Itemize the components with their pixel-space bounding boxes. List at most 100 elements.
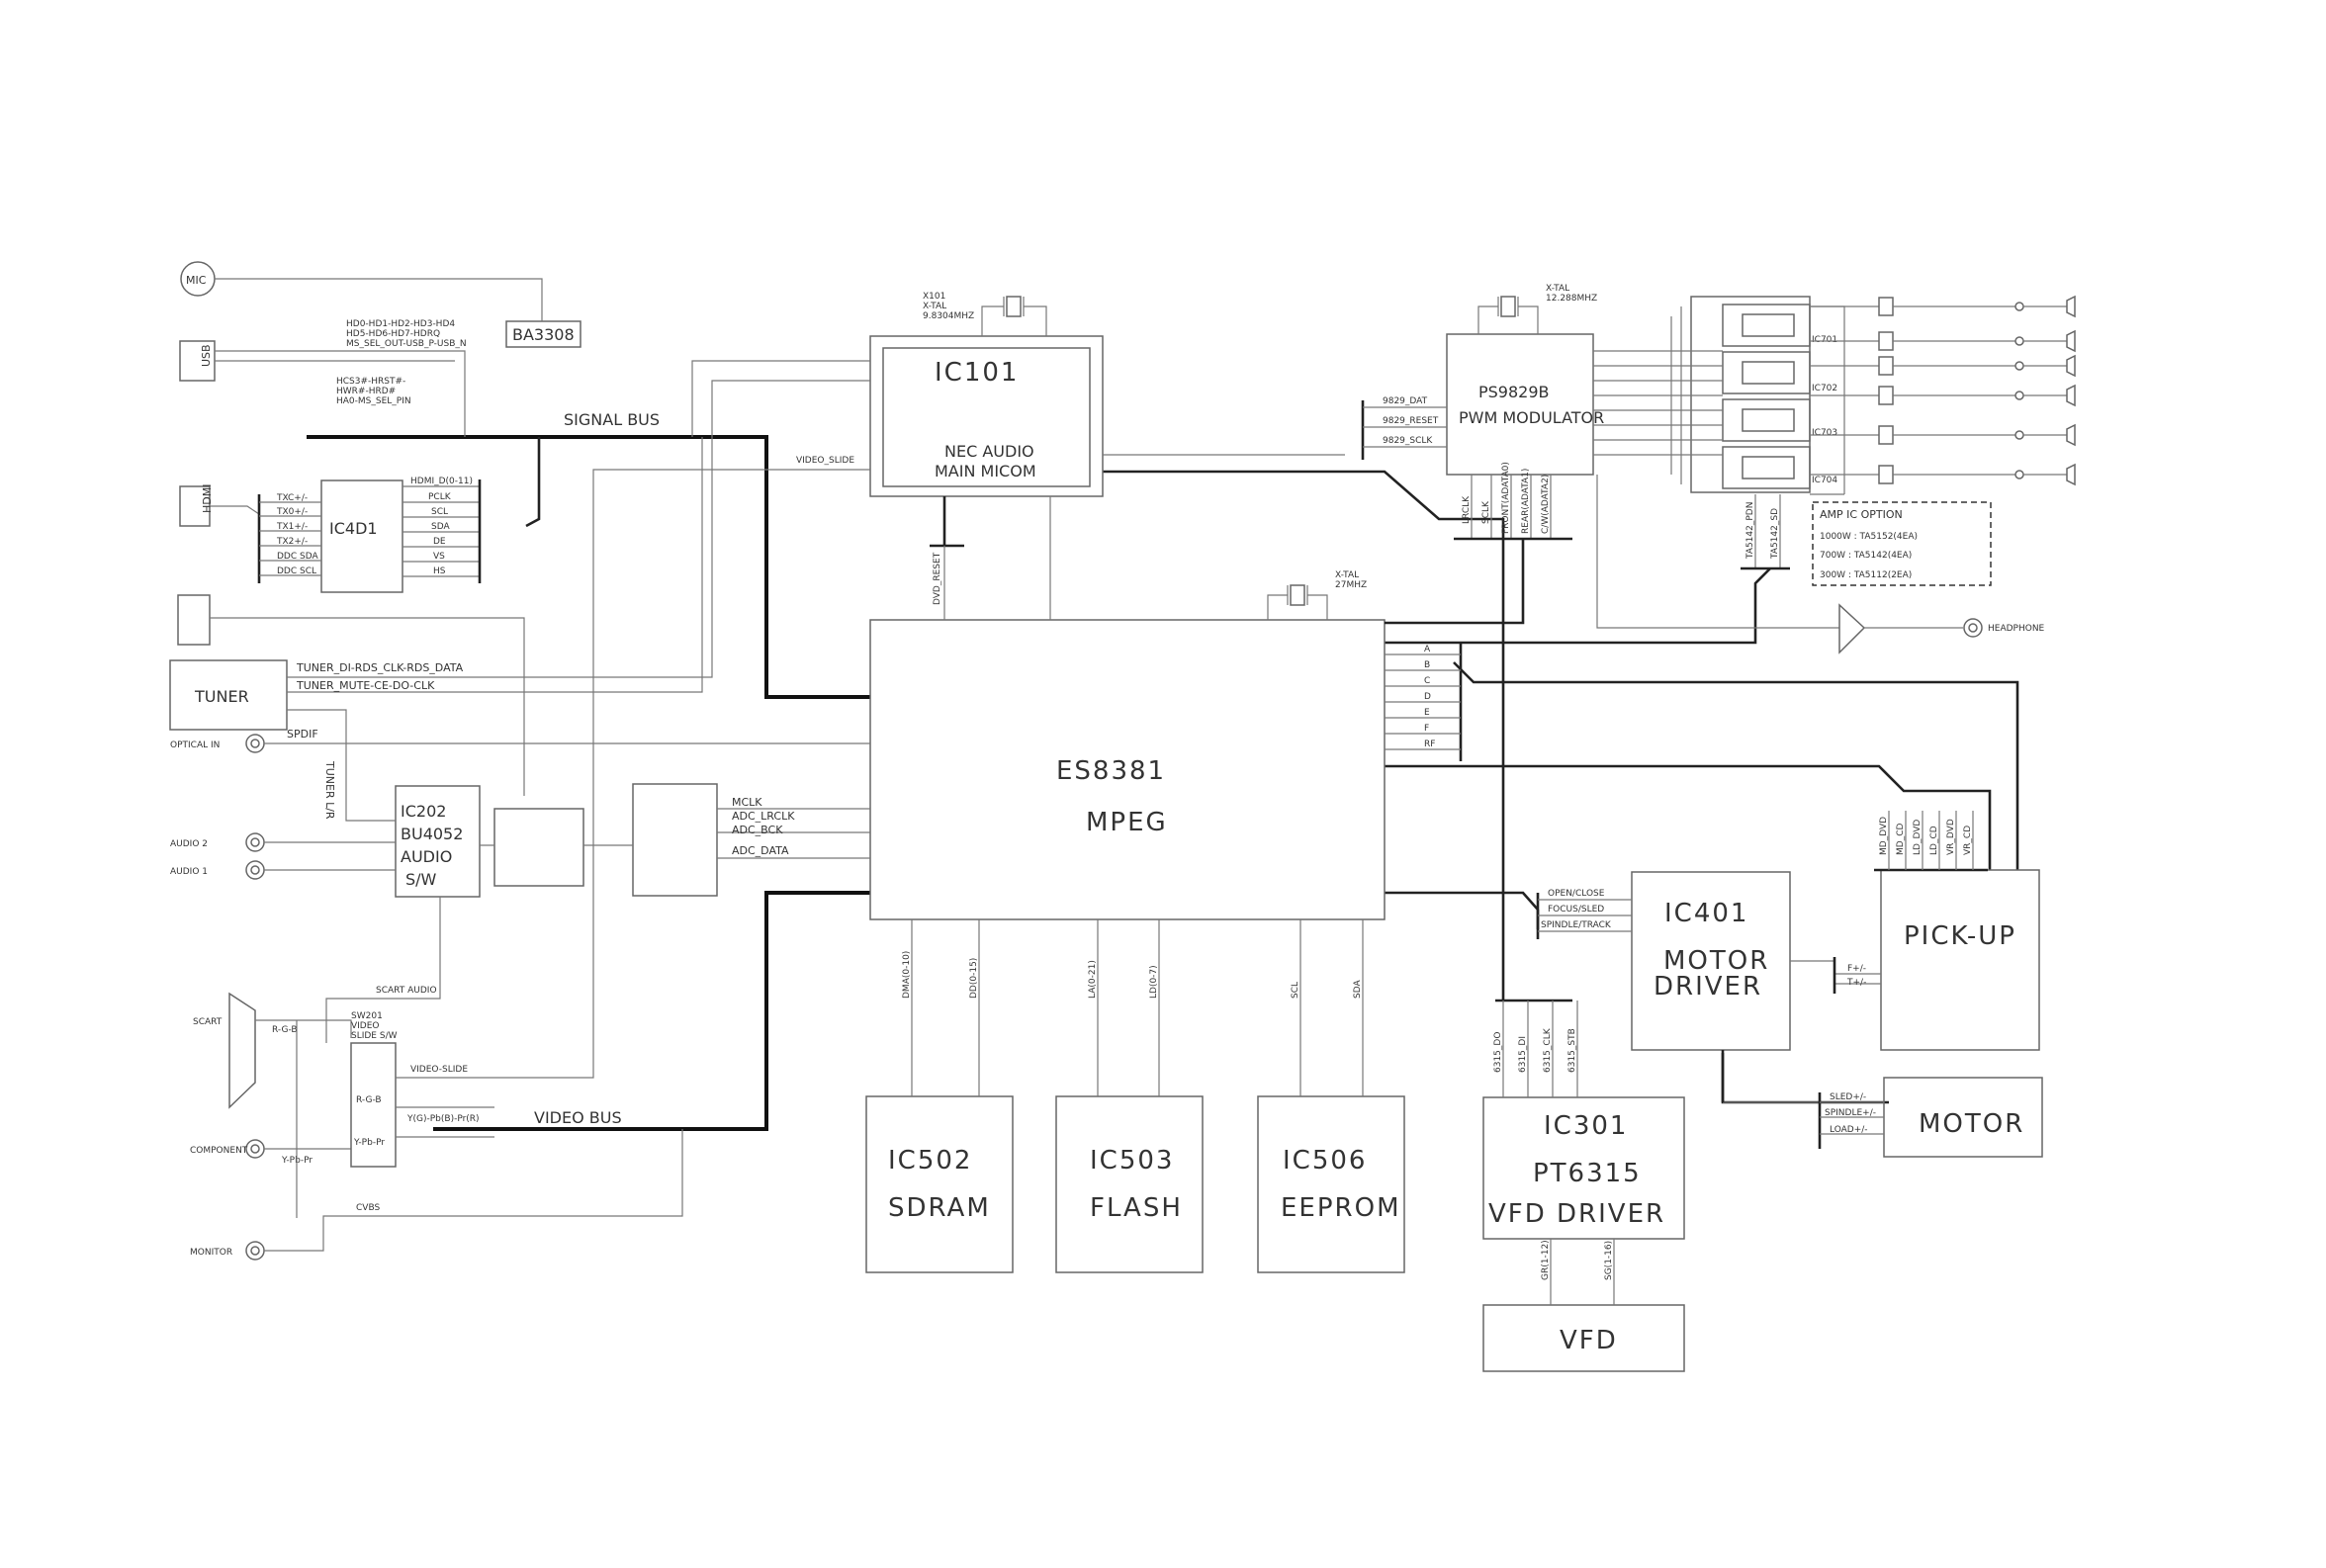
svg-text:AUDIO: AUDIO bbox=[401, 847, 452, 866]
svg-text:TUNER_DI-RDS_CLK-RDS_DATA: TUNER_DI-RDS_CLK-RDS_DATA bbox=[296, 661, 464, 674]
speaker-icon bbox=[2066, 329, 2076, 353]
svg-text:SCART AUDIO: SCART AUDIO bbox=[376, 986, 437, 996]
svg-text:T+/-: T+/- bbox=[1846, 978, 1866, 988]
rf-bus-label: C bbox=[1424, 676, 1430, 686]
svg-text:IC401: IC401 bbox=[1664, 899, 1748, 928]
svg-text:TXC+/-: TXC+/- bbox=[276, 493, 308, 503]
headphone-output: HEADPHONE bbox=[1596, 475, 2045, 654]
ic301-block: IC301 PT6315 VFD DRIVER bbox=[1482, 1096, 1685, 1240]
svg-text:SDRAM: SDRAM bbox=[888, 1193, 991, 1223]
amp-ic-option-box: AMP IC OPTION 1000W : TA5152(4EA) 700W :… bbox=[1812, 501, 1992, 586]
svg-text:DMA(0-10): DMA(0-10) bbox=[902, 951, 912, 999]
svg-text:6315_DO: 6315_DO bbox=[1493, 1032, 1503, 1073]
speaker-icon bbox=[2066, 423, 2076, 447]
svg-text:LRCLK: LRCLK bbox=[1462, 495, 1472, 524]
tuner-block: TUNER bbox=[169, 659, 288, 731]
svg-text:NEC AUDIO: NEC AUDIO bbox=[944, 442, 1034, 461]
rf-bus-label: E bbox=[1424, 708, 1430, 718]
svg-text:BA3308: BA3308 bbox=[512, 325, 575, 344]
svg-text:SDA: SDA bbox=[431, 522, 450, 532]
svg-text:300W : TA5112(2EA): 300W : TA5112(2EA) bbox=[1820, 570, 1912, 580]
svg-text:IC701: IC701 bbox=[1812, 335, 1837, 345]
speaker-terminal bbox=[2014, 361, 2024, 371]
svg-text:ES8381: ES8381 bbox=[1056, 756, 1166, 786]
svg-text:HA0-MS_SEL_PIN: HA0-MS_SEL_PIN bbox=[336, 396, 411, 406]
svg-text:C/W(ADATA2): C/W(ADATA2) bbox=[1541, 475, 1551, 534]
svg-text:OPTICAL IN: OPTICAL IN bbox=[170, 740, 220, 750]
svg-text:27MHZ: 27MHZ bbox=[1335, 580, 1367, 590]
ic503-block: IC503 FLASH bbox=[1055, 1095, 1204, 1273]
svg-text:DD(0-15): DD(0-15) bbox=[969, 958, 979, 999]
svg-text:SLIDE S/W: SLIDE S/W bbox=[351, 1031, 398, 1041]
svg-text:SPINDLE+/-: SPINDLE+/- bbox=[1825, 1108, 1876, 1118]
speaker-icon bbox=[2066, 384, 2076, 407]
motor-driver-wires: OPEN/CLOSE FOCUS/SLED SPINDLE/TRACK F+/-… bbox=[1536, 889, 1884, 1149]
svg-text:IC506: IC506 bbox=[1283, 1146, 1367, 1176]
svg-text:1000W : TA5152(4EA): 1000W : TA5152(4EA) bbox=[1820, 532, 1918, 542]
motor-block: MOTOR bbox=[1883, 1077, 2043, 1158]
filter-box bbox=[1878, 297, 1894, 316]
component-connector: COMPONENT Y-Pb-Pr bbox=[190, 1139, 351, 1166]
svg-text:VIDEO_SLIDE: VIDEO_SLIDE bbox=[796, 456, 854, 466]
svg-text:FLASH: FLASH bbox=[1090, 1193, 1183, 1223]
svg-text:REAR(ADATA1): REAR(ADATA1) bbox=[1521, 469, 1531, 534]
svg-text:MS_SEL_OUT-USB_P-USB_N: MS_SEL_OUT-USB_P-USB_N bbox=[346, 339, 467, 349]
svg-text:HS: HS bbox=[433, 566, 446, 576]
rf-bus-label: B bbox=[1424, 660, 1430, 670]
speaker-icon bbox=[2066, 295, 2076, 318]
svg-text:MIC: MIC bbox=[186, 274, 207, 287]
svg-text:TUNER: TUNER bbox=[194, 687, 249, 706]
svg-text:DDC SCL: DDC SCL bbox=[277, 566, 316, 576]
svg-text:S/W: S/W bbox=[405, 870, 437, 889]
rf-bus-label: RF bbox=[1424, 740, 1435, 749]
svg-text:MPEG: MPEG bbox=[1086, 808, 1168, 837]
svg-text:SG(1-16): SG(1-16) bbox=[1604, 1241, 1614, 1280]
svg-text:MOTOR: MOTOR bbox=[1663, 946, 1769, 976]
speaker-terminal bbox=[2014, 430, 2024, 440]
svg-text:IC301: IC301 bbox=[1544, 1111, 1628, 1141]
svg-text:LD(0-7): LD(0-7) bbox=[1149, 965, 1159, 999]
svg-text:TUNER_MUTE-CE-DO-CLK: TUNER_MUTE-CE-DO-CLK bbox=[296, 679, 435, 692]
sw201-block: SW201 VIDEO SLIDE S/W R-G-B Y-Pb-Pr VIDE… bbox=[296, 456, 870, 1218]
monitor-connector: MONITOR CVBS bbox=[190, 1129, 683, 1261]
svg-text:DE: DE bbox=[433, 537, 446, 547]
signal-bus: SIGNAL BUS bbox=[307, 410, 870, 699]
svg-text:OPEN/CLOSE: OPEN/CLOSE bbox=[1548, 889, 1605, 899]
svg-text:BU4052: BU4052 bbox=[401, 825, 463, 843]
scart-connector: SCART R-G-B bbox=[193, 992, 352, 1109]
vfd-block: VFD bbox=[1482, 1304, 1685, 1372]
es8381-block: ES8381 MPEG bbox=[869, 619, 1386, 920]
svg-text:9.8304MHZ: 9.8304MHZ bbox=[923, 311, 974, 321]
svg-text:IC703: IC703 bbox=[1812, 428, 1837, 438]
usb-connector: USB bbox=[179, 340, 466, 437]
svg-text:HDMI_D(0-11): HDMI_D(0-11) bbox=[410, 477, 473, 486]
svg-text:IC704: IC704 bbox=[1812, 476, 1837, 485]
speaker-terminal bbox=[2014, 302, 2024, 311]
svg-text:HCS3#-HRST#-: HCS3#-HRST#- bbox=[336, 377, 405, 387]
svg-text:HEADPHONE: HEADPHONE bbox=[1988, 624, 2045, 634]
tuner-wires: TUNER_DI-RDS_CLK-RDS_DATA TUNER_MUTE-CE-… bbox=[210, 437, 713, 822]
svg-text:VFD: VFD bbox=[1560, 1326, 1618, 1355]
svg-text:SW201: SW201 bbox=[351, 1011, 383, 1021]
ps9829b-block: PS9829B PWM MODULATOR bbox=[1446, 333, 1604, 476]
vfd-driver-wires: 6315_DO 6315_DI 6315_CLK 6315_STB GR(1-1… bbox=[1493, 999, 1615, 1305]
pickup-pin-label: LD_CD bbox=[1929, 826, 1939, 855]
svg-text:TX1+/-: TX1+/- bbox=[276, 522, 308, 532]
ic4d1-block: IC4D1 bbox=[320, 479, 403, 593]
crystal-mpeg: X-TAL 27MHZ bbox=[1267, 570, 1367, 620]
svg-text:VFD DRIVER: VFD DRIVER bbox=[1488, 1199, 1665, 1229]
svg-text:SLED+/-: SLED+/- bbox=[1830, 1092, 1866, 1102]
ic506-block: IC506 EEPROM bbox=[1257, 1095, 1405, 1273]
svg-text:HD5-HD6-HD7-HDRQ: HD5-HD6-HD7-HDRQ bbox=[346, 329, 440, 339]
svg-text:HWR#-HRD#: HWR#-HRD# bbox=[336, 387, 396, 396]
rf-bus-label: F bbox=[1424, 724, 1429, 734]
svg-text:R-G-B: R-G-B bbox=[272, 1025, 298, 1035]
optical-in: OPTICAL IN SPDIF bbox=[170, 728, 870, 753]
svg-text:X101: X101 bbox=[923, 292, 945, 302]
speaker-outputs bbox=[1810, 295, 2076, 486]
svg-text:TX0+/-: TX0+/- bbox=[276, 507, 308, 517]
filter-box bbox=[1878, 356, 1894, 376]
svg-text:SCART: SCART bbox=[193, 1017, 223, 1027]
